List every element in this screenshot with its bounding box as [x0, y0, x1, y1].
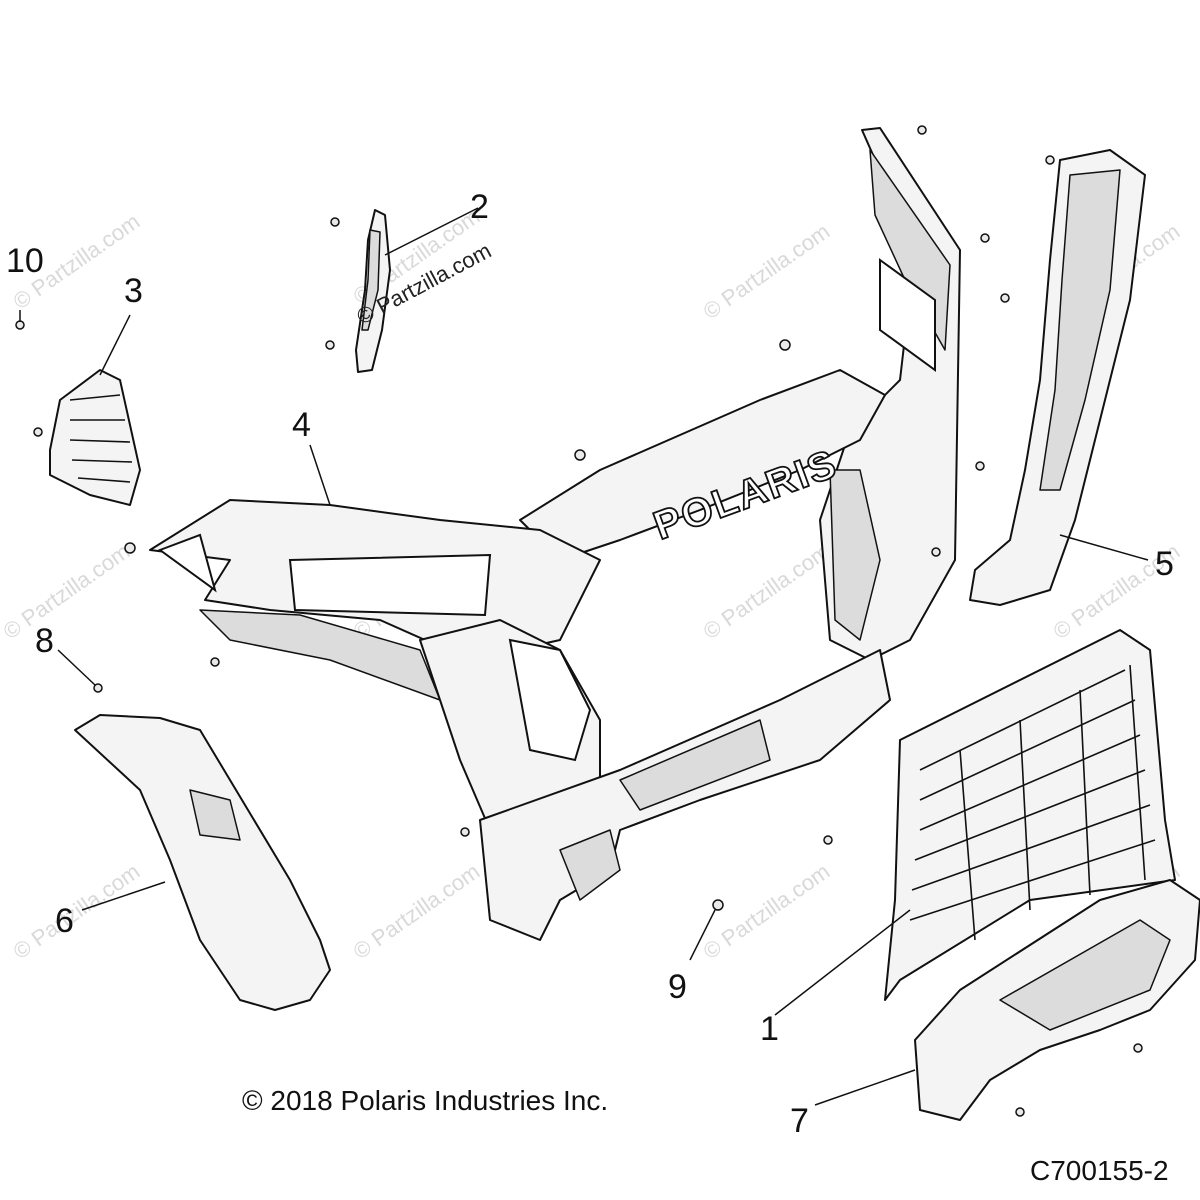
watermark: © Partzilla.com	[0, 539, 134, 645]
part-3-vent-grille	[49, 369, 141, 506]
screw	[325, 340, 335, 350]
screw	[33, 427, 43, 437]
callout-10: 10	[6, 242, 44, 280]
screw	[1000, 293, 1010, 303]
screw	[330, 217, 340, 227]
callout-7: 7	[790, 1102, 809, 1140]
watermark: © Partzilla.com	[699, 859, 835, 965]
screw	[917, 125, 927, 135]
fasteners	[15, 125, 1143, 1117]
watermark: © Partzilla.com	[9, 859, 145, 965]
part-2-bracket	[355, 209, 391, 373]
callout-9: 9	[668, 968, 687, 1006]
screw	[975, 461, 985, 471]
callout-4: 4	[292, 406, 311, 444]
callout-8: 8	[35, 622, 54, 660]
callout-6: 6	[55, 902, 74, 940]
watermark: © Partzilla.com	[699, 219, 835, 325]
screw	[712, 899, 724, 911]
part-4-front-bumper-frame: POLARIS	[149, 127, 961, 941]
screw	[460, 827, 470, 837]
part-1-grille	[884, 629, 1176, 1001]
screw	[980, 233, 990, 243]
screw	[931, 547, 941, 557]
part-7-lower-cover	[914, 879, 1200, 1121]
part-6-lower-left-panel	[74, 714, 331, 1011]
callout-1: 1	[760, 1010, 779, 1048]
callout-3: 3	[124, 272, 143, 310]
screw	[779, 339, 791, 351]
screw	[1015, 1107, 1025, 1117]
watermark: © Partzilla.com	[699, 539, 835, 645]
screw	[1045, 155, 1055, 165]
screw	[210, 657, 220, 667]
callout-2: 2	[470, 188, 489, 226]
copyright-text: © 2018 Polaris Industries Inc.	[242, 1085, 608, 1116]
screw	[1133, 1043, 1143, 1053]
screw	[574, 449, 586, 461]
diagram-id: C700155-2	[1030, 1155, 1169, 1186]
watermark: © Partzilla.com	[349, 859, 485, 965]
callouts: 1 2 3 4 5 6 7 8 9 10	[6, 188, 1174, 1140]
screw-10	[15, 310, 25, 330]
screw	[823, 835, 833, 845]
callout-5: 5	[1155, 545, 1174, 583]
screw	[93, 683, 103, 693]
part-5-right-side-panel	[969, 149, 1146, 606]
leader-lines	[57, 207, 1149, 1106]
screw	[124, 542, 136, 554]
